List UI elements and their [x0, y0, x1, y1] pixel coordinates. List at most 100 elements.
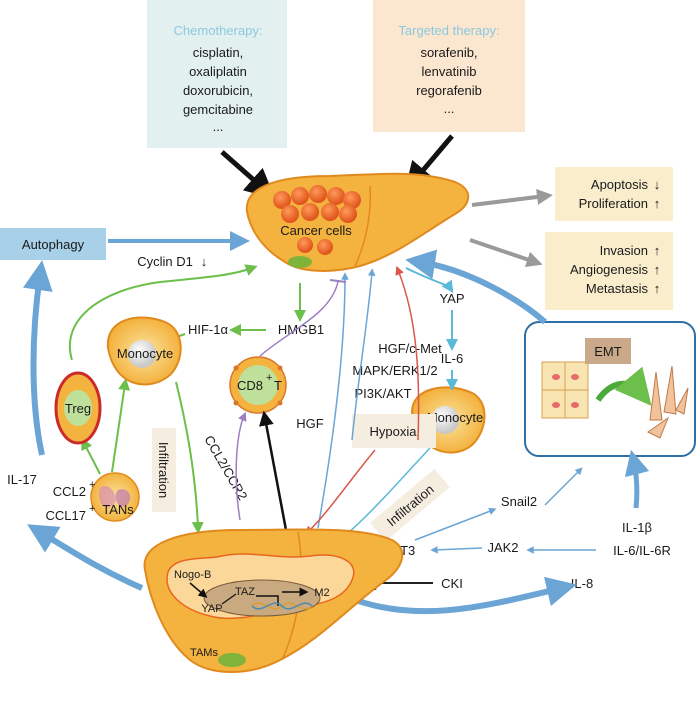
chemo-drug-1: cisplatin, — [193, 45, 244, 60]
hif1a-label: HIF-1α — [188, 322, 229, 337]
il6-label: IL-6 — [441, 351, 463, 366]
ccl17-label: CCL17 — [46, 508, 86, 523]
il17-label: IL-17 — [7, 472, 37, 487]
ccl2-cd8-arrow — [235, 411, 247, 521]
tams-to-il17-arrow — [27, 524, 144, 591]
tumor-cluster — [273, 185, 361, 255]
hypoxia-to-cancer-arrow — [395, 265, 420, 441]
il1b-to-emt-arrow — [624, 449, 650, 509]
targeted-drug-3: regorafenib — [416, 83, 482, 98]
ccl2-label: CCL2 — [53, 484, 86, 499]
tans-to-treg-arrow — [81, 437, 101, 475]
promoter-line — [256, 595, 279, 606]
monocyte-right-label: Monocyte — [427, 410, 483, 425]
emt-to-cancer-arrow — [405, 249, 547, 325]
tams-to-il8-arrow — [348, 576, 577, 615]
chemo-drug-3: doxorubicin, — [183, 83, 253, 98]
autophagy-box: Autophagy — [0, 228, 106, 260]
proliferation-label: Proliferation — [579, 196, 648, 211]
targeted-drug-4: ... — [444, 101, 455, 116]
outcome-box-invasion: Invasion ↑ Angiogenesis ↑ Metastasis ↑ — [545, 232, 673, 310]
treg-to-cancer-arrow — [69, 264, 258, 361]
hypoxia-box: Hypoxia — [352, 414, 436, 448]
jak2-to-stat3-arrow — [430, 546, 483, 554]
angiogenesis-up-arrow: ↑ — [654, 262, 661, 277]
targeted-drug-1: sorafenib, — [420, 45, 477, 60]
tans-cell: TANs — [90, 472, 140, 522]
outcome-arrow-1 — [471, 189, 553, 207]
cki-label: CKI — [441, 576, 463, 591]
cd8-t-label: T — [274, 378, 282, 393]
outcome-box-apoptosis: Apoptosis ↓ Proliferation ↑ — [555, 167, 673, 221]
monocyte-left-label: Monocyte — [117, 346, 173, 361]
cd8-t-cell: CD8 + T — [229, 356, 287, 414]
hgf-label: HGF — [296, 416, 324, 431]
angiogenesis-label: Angiogenesis — [570, 262, 649, 277]
metastasis-up-arrow: ↑ — [654, 281, 661, 296]
cyclin-d1-label: Cyclin D1 — [137, 254, 193, 269]
autophagy-label: Autophagy — [22, 237, 85, 252]
apoptosis-down-arrow: ↓ — [654, 177, 661, 192]
targeted-drug-2: lenvatinib — [422, 64, 477, 79]
targeted-therapy-title: Targeted therapy: — [398, 23, 499, 38]
monocyte-infiltration-arrow — [175, 381, 204, 534]
yap-taz-link — [221, 593, 237, 605]
bottom-taz-label: TAZ — [235, 586, 255, 598]
il1b-label: IL-1β — [622, 520, 652, 535]
jak2-label: JAK2 — [487, 540, 518, 555]
emt-label: EMT — [594, 344, 622, 359]
chemo-arrow — [220, 150, 276, 199]
targeted-therapy-box: Targeted therapy: sorafenib, lenvatinib … — [373, 0, 525, 132]
invasion-up-arrow: ↑ — [654, 243, 661, 258]
dna-strand-2 — [251, 602, 313, 610]
hgf-cmet-label: HGF/c-Met — [378, 341, 442, 356]
metastasis-label: Metastasis — [586, 281, 649, 296]
stat3-to-snail2-arrow — [414, 507, 497, 541]
treg-label: Treg — [65, 401, 91, 416]
infiltration-left-label: Infiltration — [156, 442, 171, 498]
ccl2-ccr2-wrapper: CCL2/CCR2 — [201, 433, 250, 503]
chemotherapy-box: Chemotherapy: cisplatin, oxaliplatin dox… — [147, 0, 287, 148]
outcome-arrow-2 — [469, 238, 543, 268]
ccl2-plus: + — [89, 479, 95, 491]
il6r-label: IL-6/IL-6R — [613, 543, 671, 558]
pi3k-label: PI3K/AKT — [354, 386, 411, 401]
monocyte-left: Monocyte — [106, 316, 182, 386]
snail2-label: Snail2 — [501, 494, 537, 509]
apoptosis-label: Apoptosis — [591, 177, 649, 192]
cyclin-down-arrow: ↓ — [201, 254, 208, 269]
top-liver: Cancer cells — [245, 172, 470, 272]
cd8-inhibit-bar — [329, 279, 347, 283]
chemotherapy-title: Chemotherapy: — [174, 23, 263, 38]
tams-to-cd8-arrow — [259, 410, 288, 531]
emt-transition-arrow — [595, 366, 652, 406]
targeted-arrow — [404, 134, 454, 193]
hypoxia-to-tams-arrow — [304, 449, 376, 536]
cd8-plus: + — [266, 372, 272, 384]
yap-label: YAP — [439, 291, 464, 306]
chemo-drug-2: oxaliplatin — [189, 64, 247, 79]
hmgb1-label: HMGB1 — [278, 322, 324, 337]
infiltration-right-box: Infiltration — [370, 468, 450, 542]
chemo-drug-4: gemcitabine — [183, 102, 253, 117]
cancer-to-yap-arrow — [405, 267, 454, 293]
infiltration-left-box: Infiltration — [152, 428, 176, 512]
hypoxia-label: Hypoxia — [370, 424, 418, 439]
cd8-inhibit-line — [259, 281, 339, 357]
cancer-cells-label: Cancer cells — [280, 223, 352, 238]
hgf-cmet-arrow — [351, 268, 376, 441]
bottom-yap-label: YAP — [201, 603, 222, 615]
hgf-arrow — [317, 272, 349, 529]
il8-emt-arrow — [544, 467, 583, 506]
il17-autophagy-arrow — [22, 260, 53, 456]
cd8-label: CD8 — [237, 378, 263, 393]
emt-box: EMT — [524, 321, 696, 457]
invasion-label: Invasion — [600, 243, 648, 258]
ccl17-plus: + — [89, 503, 95, 515]
tams-label: TAMs — [190, 647, 218, 659]
tans-label: TANs — [102, 502, 134, 517]
treg-cell: Treg — [54, 371, 102, 445]
chemo-drug-5: ... — [213, 119, 224, 134]
